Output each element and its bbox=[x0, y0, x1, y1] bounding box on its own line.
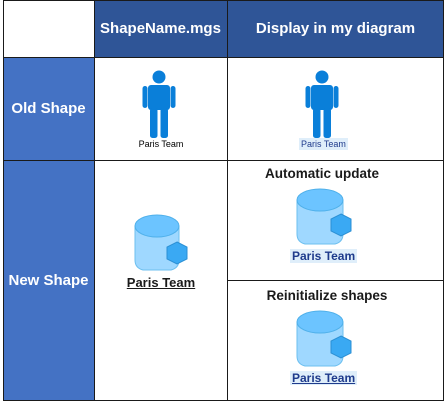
grid-line bbox=[443, 0, 444, 401]
corner-cell bbox=[3, 0, 94, 57]
grid-line bbox=[94, 0, 95, 401]
reinitialize-shapes-caption: Reinitialize shapes bbox=[266, 288, 388, 303]
automatic-update-label: Paris Team bbox=[290, 249, 358, 263]
grid-line bbox=[227, 280, 444, 281]
header-shapename: ShapeName.mgs bbox=[94, 0, 227, 57]
new-source-label: Paris Team bbox=[126, 275, 196, 290]
team-shape-icon bbox=[296, 188, 352, 245]
person-icon bbox=[305, 70, 339, 138]
row-header-new-shape-label: New Shape bbox=[8, 272, 89, 289]
old-source-label: Paris Team bbox=[138, 139, 184, 149]
row-header-old-shape-label: Old Shape bbox=[11, 100, 86, 117]
old-display-label: Paris Team bbox=[299, 138, 348, 150]
automatic-update-caption: Automatic update bbox=[264, 166, 379, 181]
reinitialize-shapes-label: Paris Team bbox=[290, 371, 358, 385]
grid-line bbox=[3, 57, 444, 58]
grid-line bbox=[3, 0, 444, 1]
grid-line bbox=[3, 400, 444, 401]
team-shape-icon bbox=[296, 310, 352, 367]
grid-line bbox=[227, 0, 228, 401]
row-header-new-shape: New Shape bbox=[3, 160, 94, 401]
grid-line bbox=[3, 160, 444, 161]
header-display: Display in my diagram bbox=[227, 0, 444, 57]
team-shape-icon bbox=[134, 214, 188, 271]
person-icon bbox=[142, 70, 176, 138]
header-shapename-label: ShapeName.mgs bbox=[100, 20, 221, 37]
grid-line bbox=[3, 0, 4, 401]
row-header-old-shape: Old Shape bbox=[3, 57, 94, 160]
header-display-label: Display in my diagram bbox=[255, 20, 416, 37]
